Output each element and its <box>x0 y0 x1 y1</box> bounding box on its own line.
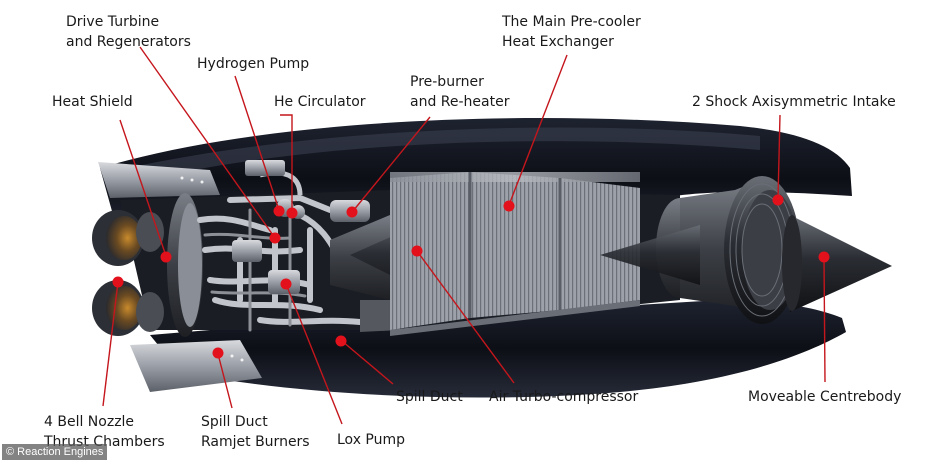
marker-centrebody <box>818 251 830 263</box>
leader-spill-duct-ramjet <box>217 353 233 409</box>
label-pre-burner: Pre-burner and Re-heater <box>410 74 510 110</box>
label-he-circulator: He Circulator <box>274 94 366 110</box>
leader-main-precooler <box>508 54 568 206</box>
label-spill-duct: Spill Duct <box>396 389 463 405</box>
marker-pre-burner <box>346 206 358 218</box>
marker-spill-duct <box>335 335 347 347</box>
marker-bell-nozzle <box>112 276 124 288</box>
leader-drive-turbine <box>139 46 276 239</box>
label-drive-turbine: Drive Turbine and Regenerators <box>66 14 191 50</box>
marker-drive-turbine <box>269 232 281 244</box>
leader-lox-pump <box>285 283 343 425</box>
leader-pre-burner <box>352 116 431 212</box>
label-hydrogen-pump: Hydrogen Pump <box>197 56 310 72</box>
marker-he-circulator <box>286 207 298 219</box>
leader-bell-nozzle <box>102 281 119 407</box>
label-shock-intake: 2 Shock Axisymmetric Intake <box>692 94 896 110</box>
marker-shock-intake <box>772 194 784 206</box>
leader-shock-intake <box>777 114 781 200</box>
marker-lox-pump <box>280 278 292 290</box>
image-credit: © Reaction Engines <box>2 444 108 460</box>
leader-he-circulator <box>280 114 293 212</box>
leader-heat-shield <box>119 119 167 257</box>
leader-hydrogen-pump <box>234 75 280 211</box>
label-spill-duct-ramjet: Spill Duct Ramjet Burners <box>201 414 310 450</box>
leader-spill-duct <box>341 340 394 385</box>
label-main-precooler: The Main Pre-cooler Heat Exchanger <box>502 14 641 50</box>
marker-air-turbo <box>411 245 423 257</box>
leader-centrebody <box>823 257 826 383</box>
leader-air-turbo <box>416 250 515 384</box>
marker-main-precooler <box>503 200 515 212</box>
callout-markers <box>112 194 830 359</box>
label-centrebody: Moveable Centrebody <box>748 389 902 405</box>
marker-hydrogen-pump <box>273 205 285 217</box>
label-air-turbo: Air Turbo-compressor <box>489 389 639 405</box>
label-heat-shield: Heat Shield <box>52 94 133 110</box>
label-lox-pump: Lox Pump <box>337 432 406 448</box>
marker-spill-duct-ramjet <box>212 347 224 359</box>
marker-heat-shield <box>160 251 172 263</box>
leader-lines <box>102 46 826 425</box>
